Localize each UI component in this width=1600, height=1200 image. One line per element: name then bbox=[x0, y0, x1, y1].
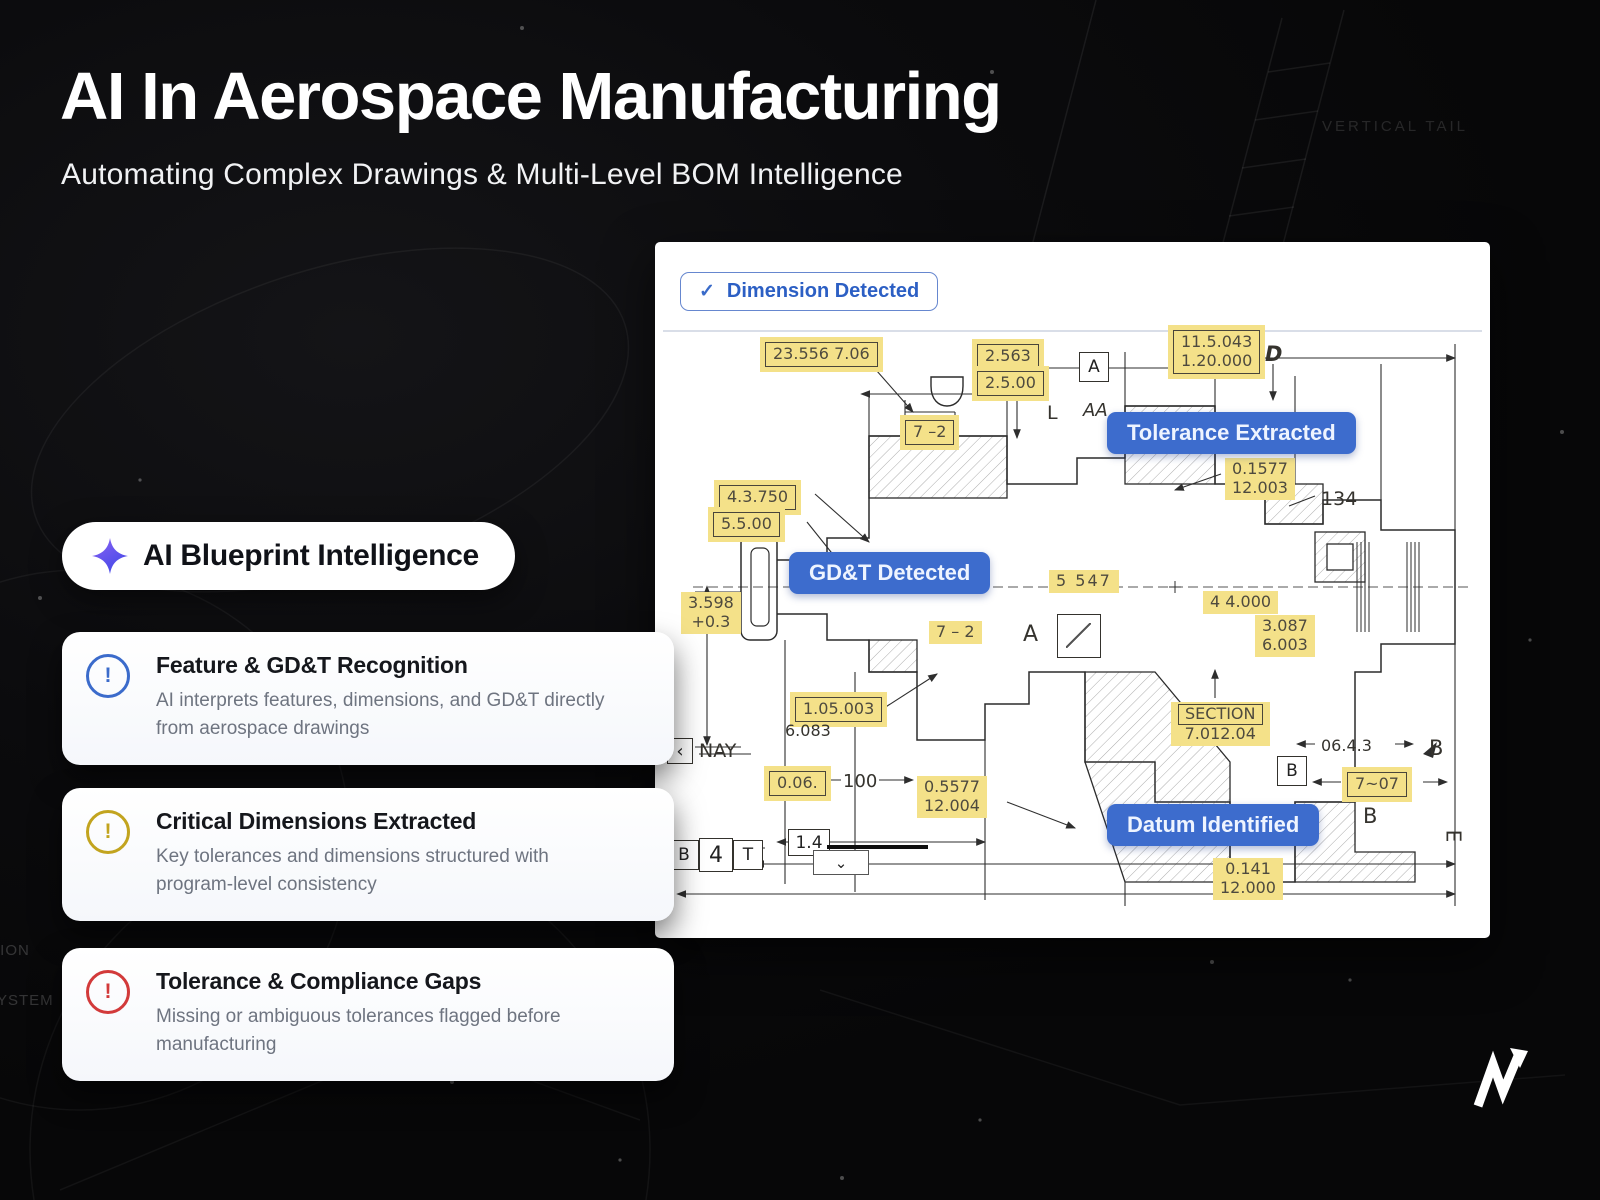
dim-line: 3.087 bbox=[1262, 616, 1308, 635]
dim-highlight: 1.05.003 bbox=[795, 697, 883, 722]
datum-box-4: 4 bbox=[699, 838, 733, 872]
background-edge-text-bottom: SYSTEM bbox=[0, 992, 54, 1009]
card-body: AI interprets features, dimensions, and … bbox=[156, 690, 605, 740]
dim-line: 12.004 bbox=[924, 795, 980, 815]
datum-box-a: A bbox=[1079, 352, 1109, 382]
dim-highlight: 4.3.750 bbox=[719, 485, 797, 510]
dim-highlight: 0.1577 12.003 bbox=[1225, 458, 1295, 500]
dim-highlight: 3.598 +0.3 bbox=[681, 592, 741, 634]
datum-box-b2: B bbox=[1277, 756, 1307, 786]
revision-mark bbox=[827, 845, 928, 849]
alert-circle-icon: ! bbox=[86, 654, 130, 698]
dim-highlight: 2.563 bbox=[977, 344, 1039, 369]
e-rotated-label: E bbox=[1441, 829, 1466, 843]
section-highlight: SECTION 7.012.04 bbox=[1171, 702, 1270, 746]
blueprint-panel: ✓ Dimension Detected bbox=[655, 242, 1490, 938]
datum-box-t: T bbox=[733, 840, 763, 870]
section-label: SECTION bbox=[1178, 704, 1263, 725]
dim-line: 12.000 bbox=[1220, 877, 1276, 897]
logo-m-arrow-icon bbox=[1473, 1048, 1528, 1108]
background-vertical-tail-label: VERTICAL TAIL bbox=[1322, 118, 1468, 135]
card-critical-dimensions: ! Critical Dimensions Extracted Key tole… bbox=[62, 788, 674, 922]
dim-line: 0.5577 bbox=[924, 777, 980, 796]
alert-circle-icon: ! bbox=[86, 970, 130, 1014]
sparkle-icon bbox=[92, 538, 128, 574]
section-number: 7.012.04 bbox=[1184, 723, 1256, 743]
gdt-detected-pill[interactable]: GD&T Detected bbox=[789, 552, 991, 594]
dim-line: 1.20.000 bbox=[1181, 350, 1253, 370]
card-title: Tolerance & Compliance Gaps bbox=[156, 968, 482, 994]
dim-plain: 6.083 bbox=[785, 721, 831, 740]
dim-highlight: 7 –2 bbox=[905, 420, 955, 445]
dim-line: 11.5.043 bbox=[1181, 332, 1253, 351]
dimension-detected-badge[interactable]: ✓ Dimension Detected bbox=[680, 272, 939, 311]
b-label: B bbox=[1429, 736, 1444, 760]
dim-plain: 06.4.3 bbox=[1321, 736, 1372, 755]
card-tolerance-compliance-gaps: ! Tolerance & Compliance Gaps Missing or… bbox=[62, 948, 674, 1082]
ai-blueprint-intelligence-chip[interactable]: AI Blueprint Intelligence bbox=[62, 522, 515, 590]
tolerance-extracted-pill[interactable]: Tolerance Extracted bbox=[1107, 412, 1356, 454]
caret-box: ⌄ bbox=[813, 850, 869, 875]
check-icon: ✓ bbox=[699, 281, 715, 302]
aa-label: AA bbox=[1083, 400, 1108, 421]
page-subtitle: Automating Complex Drawings & Multi-Leve… bbox=[61, 158, 903, 191]
card-feature-gdt-recognition: ! Feature & GD&T Recognition AI interpre… bbox=[62, 632, 674, 766]
dim-highlight: 7~07 bbox=[1347, 772, 1407, 797]
dim-highlight: 5.5.00 bbox=[713, 512, 780, 537]
page-title: AI In Aerospace Manufacturing bbox=[60, 59, 1002, 134]
datum-target-box bbox=[1057, 614, 1101, 658]
dim-highlight: 5 547 bbox=[1049, 570, 1119, 593]
alert-circle-icon: ! bbox=[86, 810, 130, 854]
datum-box-b: B bbox=[669, 840, 699, 870]
dim-highlight: 23.556 7.06 bbox=[765, 342, 878, 367]
dim-highlight: 3.087 6.003 bbox=[1255, 615, 1315, 657]
l-label: L bbox=[1047, 402, 1058, 424]
card-title: Critical Dimensions Extracted bbox=[156, 808, 477, 834]
flag-d-label: D bbox=[1265, 342, 1283, 366]
dim-line: 6.003 bbox=[1262, 634, 1308, 654]
dim-line: 0.141 bbox=[1225, 859, 1271, 878]
dim-highlight: 11.5.043 1.20.000 bbox=[1173, 330, 1261, 374]
dim-highlight: 0.5577 12.004 bbox=[917, 776, 987, 818]
chip-label: AI Blueprint Intelligence bbox=[143, 539, 479, 572]
datum-a2-label: A bbox=[1023, 622, 1039, 647]
dim-highlight: 7 – 2 bbox=[929, 621, 982, 644]
b-label: B bbox=[1363, 804, 1378, 828]
dim-line: 12.003 bbox=[1232, 477, 1288, 497]
datum-identified-pill[interactable]: Datum Identified bbox=[1107, 804, 1320, 846]
background-edge-text-top: TION bbox=[0, 942, 30, 959]
dim-line: 3.598 bbox=[688, 593, 734, 612]
card-body: Key tolerances and dimensions structured… bbox=[156, 846, 549, 896]
panel-divider bbox=[663, 330, 1482, 332]
dim-line: 0.1577 bbox=[1232, 459, 1288, 478]
dim-plain: 100 bbox=[843, 771, 878, 792]
badge-label: Dimension Detected bbox=[726, 280, 920, 302]
dim-line: +0.3 bbox=[691, 611, 731, 631]
nay-label: NAY bbox=[699, 740, 737, 762]
dim-highlight: 2.5.00 bbox=[977, 371, 1044, 396]
card-title: Feature & GD&T Recognition bbox=[156, 652, 468, 678]
card-body: Missing or ambiguous tolerances flagged … bbox=[156, 1006, 561, 1056]
dim-highlight: 4 4.000 bbox=[1203, 591, 1279, 614]
dim-highlight: 0.06. bbox=[769, 771, 826, 796]
dim-plain: 134 bbox=[1321, 488, 1358, 510]
dim-highlight: 0.141 12.000 bbox=[1213, 858, 1283, 900]
